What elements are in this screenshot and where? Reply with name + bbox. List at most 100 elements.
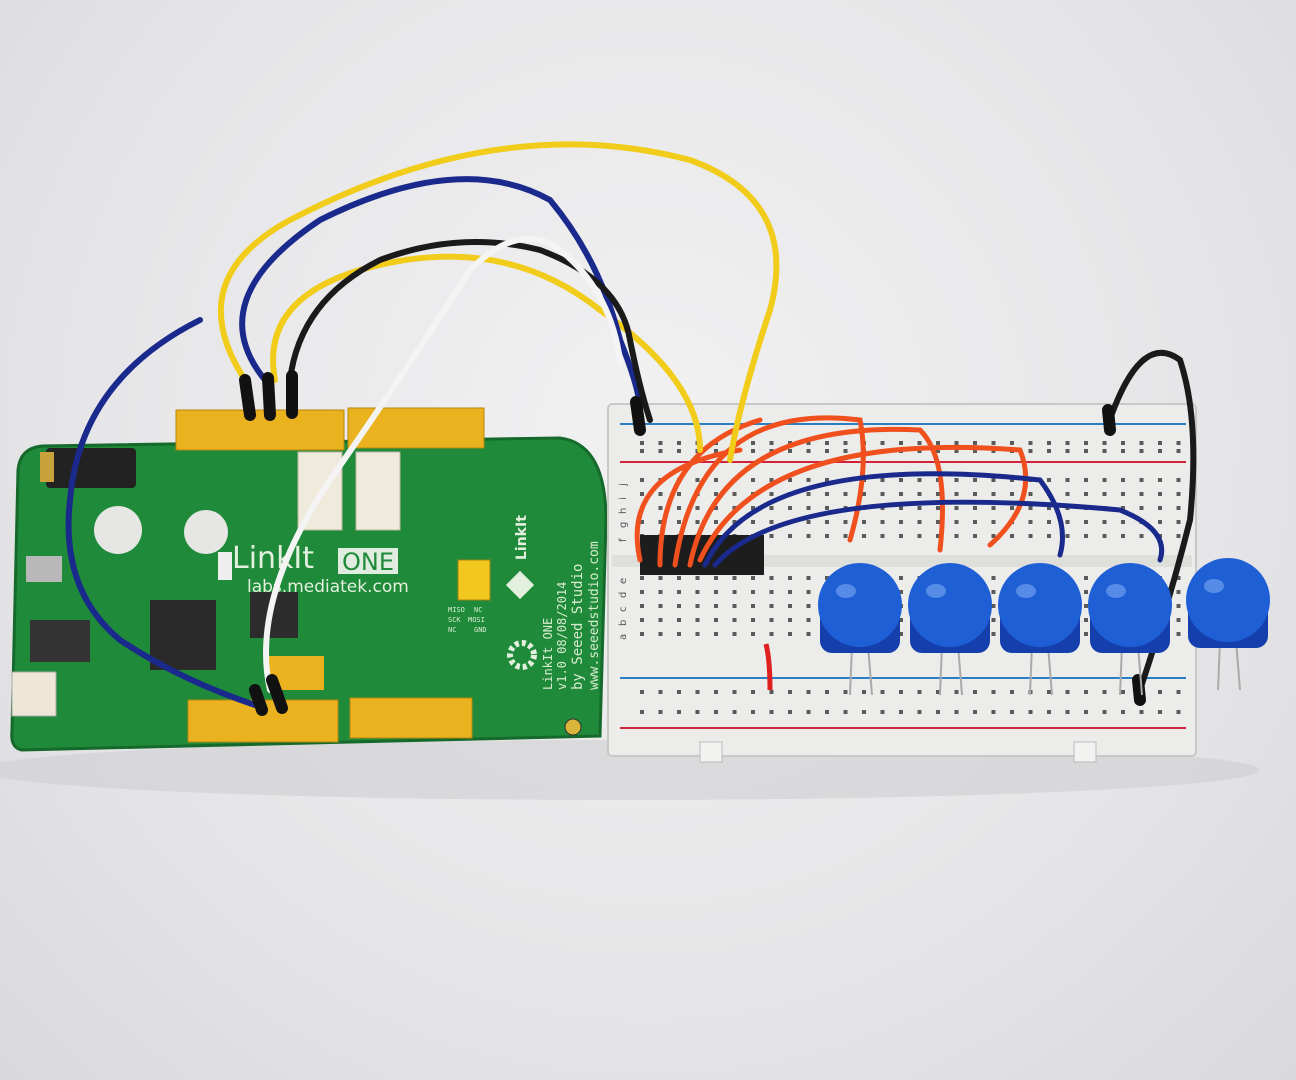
breadboard-hole [1084,632,1088,636]
breadboard-hole [1047,478,1051,482]
breadboard-hole [1158,492,1162,496]
pin-label: SCK [448,616,461,624]
breadboard-hole [714,478,718,482]
breadboard-hole [806,618,811,622]
breadboard-hole [658,492,663,496]
breadboard-hole [1028,520,1033,524]
pin-label: MOSI [468,616,485,624]
chip [150,600,216,670]
pin-label: MISO [448,606,465,614]
breadboard-hole [1065,478,1070,482]
breadboard-hole [880,492,885,496]
breadboard-hole [991,478,996,482]
breadboard-hole [917,478,922,482]
breadboard-hole [991,520,996,524]
board-url: labs.mediatek.com [247,577,409,597]
breadboard-hole [769,604,774,608]
breadboard-hole [1139,492,1144,496]
breadboard-hole [677,506,681,510]
breadboard-hole [732,520,737,524]
breadboard-hole [806,520,811,524]
breadboard-hole [880,506,885,510]
battery-connector [11,671,57,717]
breadboard-hole [973,478,977,482]
breadboard-hole [677,590,681,594]
breadboard-hole [714,618,718,622]
side-text-maker: by Seeed Studio [570,564,586,690]
breadboard-hole [1176,492,1181,496]
orange-wire [687,426,945,568]
breadboard-hole [843,534,848,538]
breadboard-hole [769,534,774,538]
breadboard-hole [806,506,811,510]
breadboard-hole [806,478,811,482]
breadboard-hole [640,618,644,622]
breadboard-hole [714,492,718,496]
breadboard-hole [917,492,922,496]
breadboard-hole [695,618,700,622]
breadboard-hole [751,618,755,622]
breadboard-hole [991,506,996,510]
breadboard-hole [714,590,718,594]
breadboard-hole [1102,492,1107,496]
breadboard-hole [677,632,681,636]
side-text-model: LinkIt ONE [541,618,555,690]
breadboard-hole [862,534,866,538]
red-jumper [763,643,773,691]
breadboard-hole [825,506,829,510]
breadboard-hole [1047,534,1051,538]
pin-label: NC [474,606,482,614]
breadboard-hole [769,520,774,524]
mount-pad [94,506,142,554]
breadboard-hole [936,478,940,482]
breadboard-hole [880,520,885,524]
row-letter: f [618,538,629,542]
breadboard-hole [1121,506,1125,510]
row-letter: e [618,578,629,584]
breadboard-hole [843,492,848,496]
breadboard-hole [658,506,663,510]
breadboard-hole [695,590,700,594]
breadboard-hole [788,534,792,538]
breadboard-hole [1010,478,1014,482]
breadboard-hole [825,478,829,482]
breadboard-hole [732,632,737,636]
blue-wire [712,499,1164,568]
breadboard-hole [1158,478,1162,482]
breadboard-hole [954,534,959,538]
row-letter: d [618,592,629,598]
breadboard-hole [1102,534,1107,538]
breadboard-hole [1102,520,1107,524]
breadboard-hole [640,492,644,496]
breadboard-hole [991,618,996,622]
row-letter: b [618,620,629,626]
breadboard-hole [714,632,718,636]
breadboard-hole [769,618,774,622]
breadboard-hole [843,520,848,524]
grove-connector [355,451,401,531]
breadboard-hole [788,604,792,608]
breadboard-hole [658,520,663,524]
breadboard-hole [658,590,663,594]
breadboard-hole [1084,604,1088,608]
breadboard-hole [751,478,755,482]
pin-label: NC [448,626,456,634]
breadboard-hole [1176,478,1181,482]
breadboard-hole [640,576,644,580]
breadboard-hole [714,604,718,608]
breadboard-hole [658,604,663,608]
blue-led [818,563,902,696]
breadboard-hole [825,534,829,538]
breadboard-hole [862,520,866,524]
breadboard-hole [806,632,811,636]
breadboard-hole [751,604,755,608]
breadboard-hole [899,590,903,594]
breadboard-hole [1176,632,1181,636]
mediatek-logo [505,570,535,600]
breadboard-hole [806,604,811,608]
breadboard-hole [695,632,700,636]
top-header-left [175,409,345,451]
breadboard-hole [695,478,700,482]
